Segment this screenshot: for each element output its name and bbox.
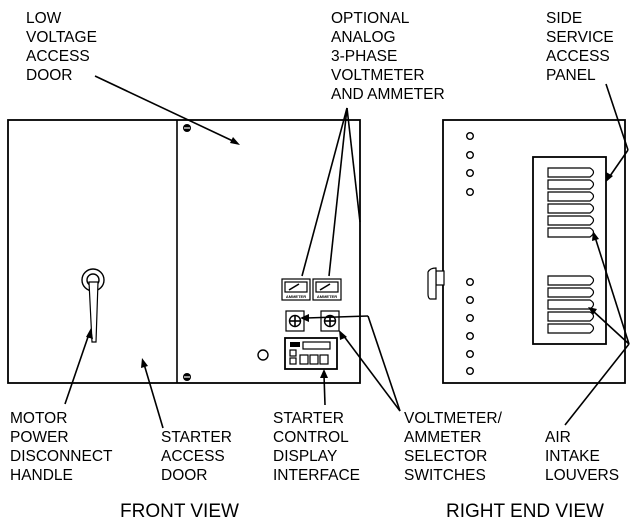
svg-text:ACCESS: ACCESS xyxy=(161,448,225,465)
svg-text:DISPLAY: DISPLAY xyxy=(273,448,337,465)
voltmeter: AMMETER xyxy=(281,278,311,301)
svg-text:CONTROL: CONTROL xyxy=(273,429,349,446)
svg-text:SIDE: SIDE xyxy=(546,10,582,27)
svg-text:VOLTMETER/: VOLTMETER/ xyxy=(404,410,503,427)
label-starter-control-display-interface: STARTER CONTROL DISPLAY INTERFACE xyxy=(273,410,360,484)
starter-control-display[interactable] xyxy=(284,337,338,370)
selector-switch-right[interactable] xyxy=(320,310,340,332)
svg-text:HANDLE: HANDLE xyxy=(10,467,73,484)
front-view: AMMETER AMMETER xyxy=(7,119,361,384)
svg-text:STARTER: STARTER xyxy=(161,429,232,446)
end-view-handle xyxy=(427,267,445,300)
svg-text:PANEL: PANEL xyxy=(546,67,596,84)
svg-text:VOLTMETER: VOLTMETER xyxy=(331,67,425,84)
svg-text:OPTIONAL: OPTIONAL xyxy=(331,10,410,27)
louvers-lower xyxy=(547,275,595,334)
svg-text:MOTOR: MOTOR xyxy=(10,410,67,427)
svg-text:DOOR: DOOR xyxy=(161,467,208,484)
right-end-view-title: RIGHT END VIEW xyxy=(446,501,604,522)
door-screw-top xyxy=(183,124,191,132)
svg-text:VOLTAGE: VOLTAGE xyxy=(26,29,97,46)
selector-switch-left[interactable] xyxy=(285,310,305,332)
label-voltmeter-ammeter-selector-switches: VOLTMETER/ AMMETER SELECTOR SWITCHES xyxy=(404,410,503,484)
svg-text:ACCESS: ACCESS xyxy=(546,48,610,65)
svg-text:AND AMMETER: AND AMMETER xyxy=(331,86,445,103)
label-side-service-access-panel: SIDE SERVICE ACCESS PANEL xyxy=(546,10,614,84)
svg-text:INTERFACE: INTERFACE xyxy=(273,467,360,484)
disconnect-handle[interactable] xyxy=(81,268,105,343)
svg-text:POWER: POWER xyxy=(10,429,69,446)
svg-text:LOW: LOW xyxy=(26,10,62,27)
svg-text:3-PHASE: 3-PHASE xyxy=(331,48,397,65)
label-optional-meters: OPTIONAL ANALOG 3-PHASE VOLTMETER AND AM… xyxy=(331,10,445,103)
ammeter: AMMETER xyxy=(312,278,342,301)
svg-text:SELECTOR: SELECTOR xyxy=(404,448,487,465)
svg-text:ANALOG: ANALOG xyxy=(331,29,396,46)
louvers-upper xyxy=(547,167,595,238)
label-motor-power-disconnect-handle: MOTOR POWER DISCONNECT HANDLE xyxy=(10,410,113,484)
label-low-voltage-access-door: LOW VOLTAGE ACCESS DOOR xyxy=(26,10,97,84)
svg-text:INTAKE: INTAKE xyxy=(545,448,600,465)
svg-text:STARTER: STARTER xyxy=(273,410,344,427)
vent-holes-upper xyxy=(466,131,475,196)
vent-holes-lower xyxy=(466,278,475,376)
label-air-intake-louvers: AIR INTAKE LOUVERS xyxy=(545,429,619,484)
label-starter-access-door: STARTER ACCESS DOOR xyxy=(161,429,232,484)
svg-text:ACCESS: ACCESS xyxy=(26,48,90,65)
svg-text:LOUVERS: LOUVERS xyxy=(545,467,619,484)
front-view-title: FRONT VIEW xyxy=(120,501,239,522)
svg-text:DISCONNECT: DISCONNECT xyxy=(10,448,113,465)
svg-text:SWITCHES: SWITCHES xyxy=(404,467,486,484)
voltmeter-face-label: AMMETER xyxy=(286,294,306,299)
pilot-light xyxy=(257,349,269,361)
door-screw-bottom xyxy=(183,373,191,381)
ammeter-face-label: AMMETER xyxy=(317,294,337,299)
svg-text:DOOR: DOOR xyxy=(26,67,73,84)
right-end-view xyxy=(427,119,626,384)
leader-lines xyxy=(64,75,630,429)
svg-text:AIR: AIR xyxy=(545,429,571,446)
svg-text:SERVICE: SERVICE xyxy=(546,29,614,46)
svg-text:AMMETER: AMMETER xyxy=(404,429,482,446)
